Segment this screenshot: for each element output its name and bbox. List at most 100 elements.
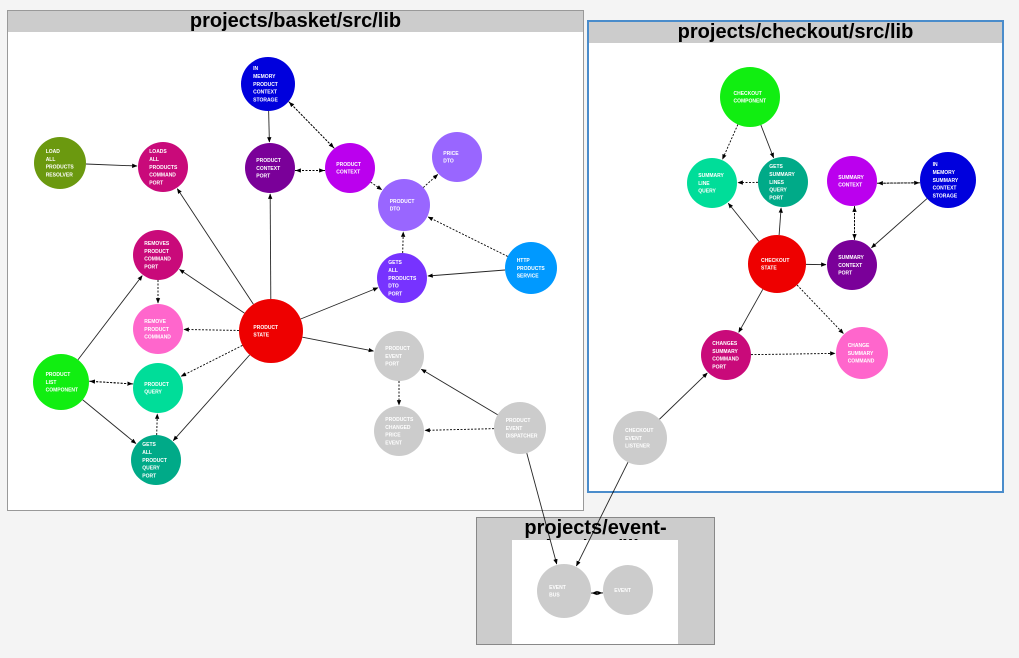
node-circle bbox=[378, 179, 430, 231]
node-label-line: PRODUCT bbox=[144, 249, 169, 255]
node-label-line: EVENT bbox=[506, 426, 523, 432]
edge-product-event-dispatcher-to-event-bus bbox=[526, 452, 558, 565]
node-label-line: CONTEXT bbox=[256, 166, 280, 172]
node-label-line: QUERY bbox=[769, 188, 787, 194]
node-circle bbox=[920, 152, 976, 208]
edge-product-query-to-product-list-component bbox=[89, 379, 134, 385]
edge-product-state-to-remove-product-command bbox=[183, 327, 240, 332]
node-label-line: DISPATCHER bbox=[506, 434, 538, 440]
package-checkout-title: projects/checkout/src/lib bbox=[589, 22, 1002, 43]
node-circle bbox=[374, 331, 424, 381]
node-circle bbox=[138, 142, 188, 192]
node-label-line: SUMMARY bbox=[838, 255, 864, 261]
node-label-line: CHECKOUT bbox=[761, 258, 789, 264]
edge-product-context-to-in-memory-product-context-storage bbox=[288, 101, 335, 149]
node-label-line: SUMMARY bbox=[698, 173, 724, 179]
node-circle bbox=[494, 402, 546, 454]
node-label-line: SUMMARY bbox=[848, 351, 874, 357]
node-circle bbox=[377, 253, 427, 303]
edge-checkout-state-to-summary-line-query bbox=[727, 202, 760, 242]
node-label-line: GETS bbox=[142, 442, 156, 448]
node-label-line: PRODUCT bbox=[336, 162, 361, 168]
node-label-line: PORT bbox=[385, 362, 399, 368]
node-label-line: COMMAND bbox=[144, 335, 171, 341]
node-circle bbox=[239, 299, 303, 363]
node-label-line: BUS bbox=[549, 593, 560, 599]
edge-in-memory-product-context-storage-to-product-context-port bbox=[267, 110, 272, 143]
node-circle bbox=[720, 67, 780, 127]
node-circle bbox=[131, 435, 181, 485]
node-label-line: LOAD bbox=[46, 149, 61, 155]
node-label-line: PRODUCT bbox=[256, 158, 281, 164]
node-event-bus[interactable]: EVENT BUS bbox=[537, 564, 591, 618]
node-circle bbox=[505, 242, 557, 294]
node-circle bbox=[133, 363, 183, 413]
node-label-line: SUMMARY bbox=[712, 349, 738, 355]
node-circle bbox=[133, 304, 183, 354]
node-label-line: MEMORY bbox=[253, 74, 276, 80]
node-label-line: PRODUCTS bbox=[46, 165, 75, 171]
node-label-line: QUERY bbox=[698, 189, 716, 195]
node-label-line: DTO bbox=[443, 159, 454, 165]
node-circle bbox=[325, 143, 375, 193]
edge-product-state-to-product-event-port bbox=[302, 336, 375, 353]
node-label-line: REMOVE bbox=[144, 319, 166, 325]
node-event[interactable]: EVENT bbox=[603, 565, 653, 615]
node-label-line: IN bbox=[253, 66, 258, 72]
edge-product-list-component-to-removes-product-command-port bbox=[77, 275, 143, 361]
node-label-line: QUERY bbox=[142, 466, 160, 472]
node-circle bbox=[133, 230, 183, 280]
node-label-line: QUERY bbox=[144, 390, 162, 396]
node-label-line: PORT bbox=[142, 473, 156, 479]
edge-product-state-to-removes-product-command-port bbox=[179, 269, 245, 314]
node-circle bbox=[758, 157, 808, 207]
node-product-context[interactable]: PRODUCT CONTEXT bbox=[325, 143, 375, 193]
node-label-line: STORAGE bbox=[253, 97, 278, 103]
node-label-line: COMMAND bbox=[149, 173, 176, 179]
node-label-line: HTTP bbox=[517, 258, 531, 264]
edge-checkout-event-listener-to-event-bus bbox=[576, 461, 629, 567]
node-circle bbox=[613, 411, 667, 465]
node-label-line: CONTEXT bbox=[336, 170, 360, 176]
node-label-line: SUMMARY bbox=[838, 175, 864, 181]
edge-checkout-event-listener-to-changes-summary-command-port bbox=[659, 372, 708, 420]
node-label-line: EVENT bbox=[385, 441, 402, 447]
node-label-line: EVENT bbox=[614, 588, 631, 594]
edge-load-all-products-resolver-to-loads-all-products-command-port bbox=[85, 163, 138, 168]
node-label-line: PORT bbox=[712, 365, 726, 371]
node-label-line: ALL bbox=[149, 157, 159, 163]
node-label-line: EVENT bbox=[625, 436, 642, 442]
package-basket: projects/basket/src/lib bbox=[7, 10, 584, 511]
node-label-line: EVENT bbox=[549, 585, 566, 591]
node-circle bbox=[687, 158, 737, 208]
node-circle bbox=[33, 354, 89, 410]
